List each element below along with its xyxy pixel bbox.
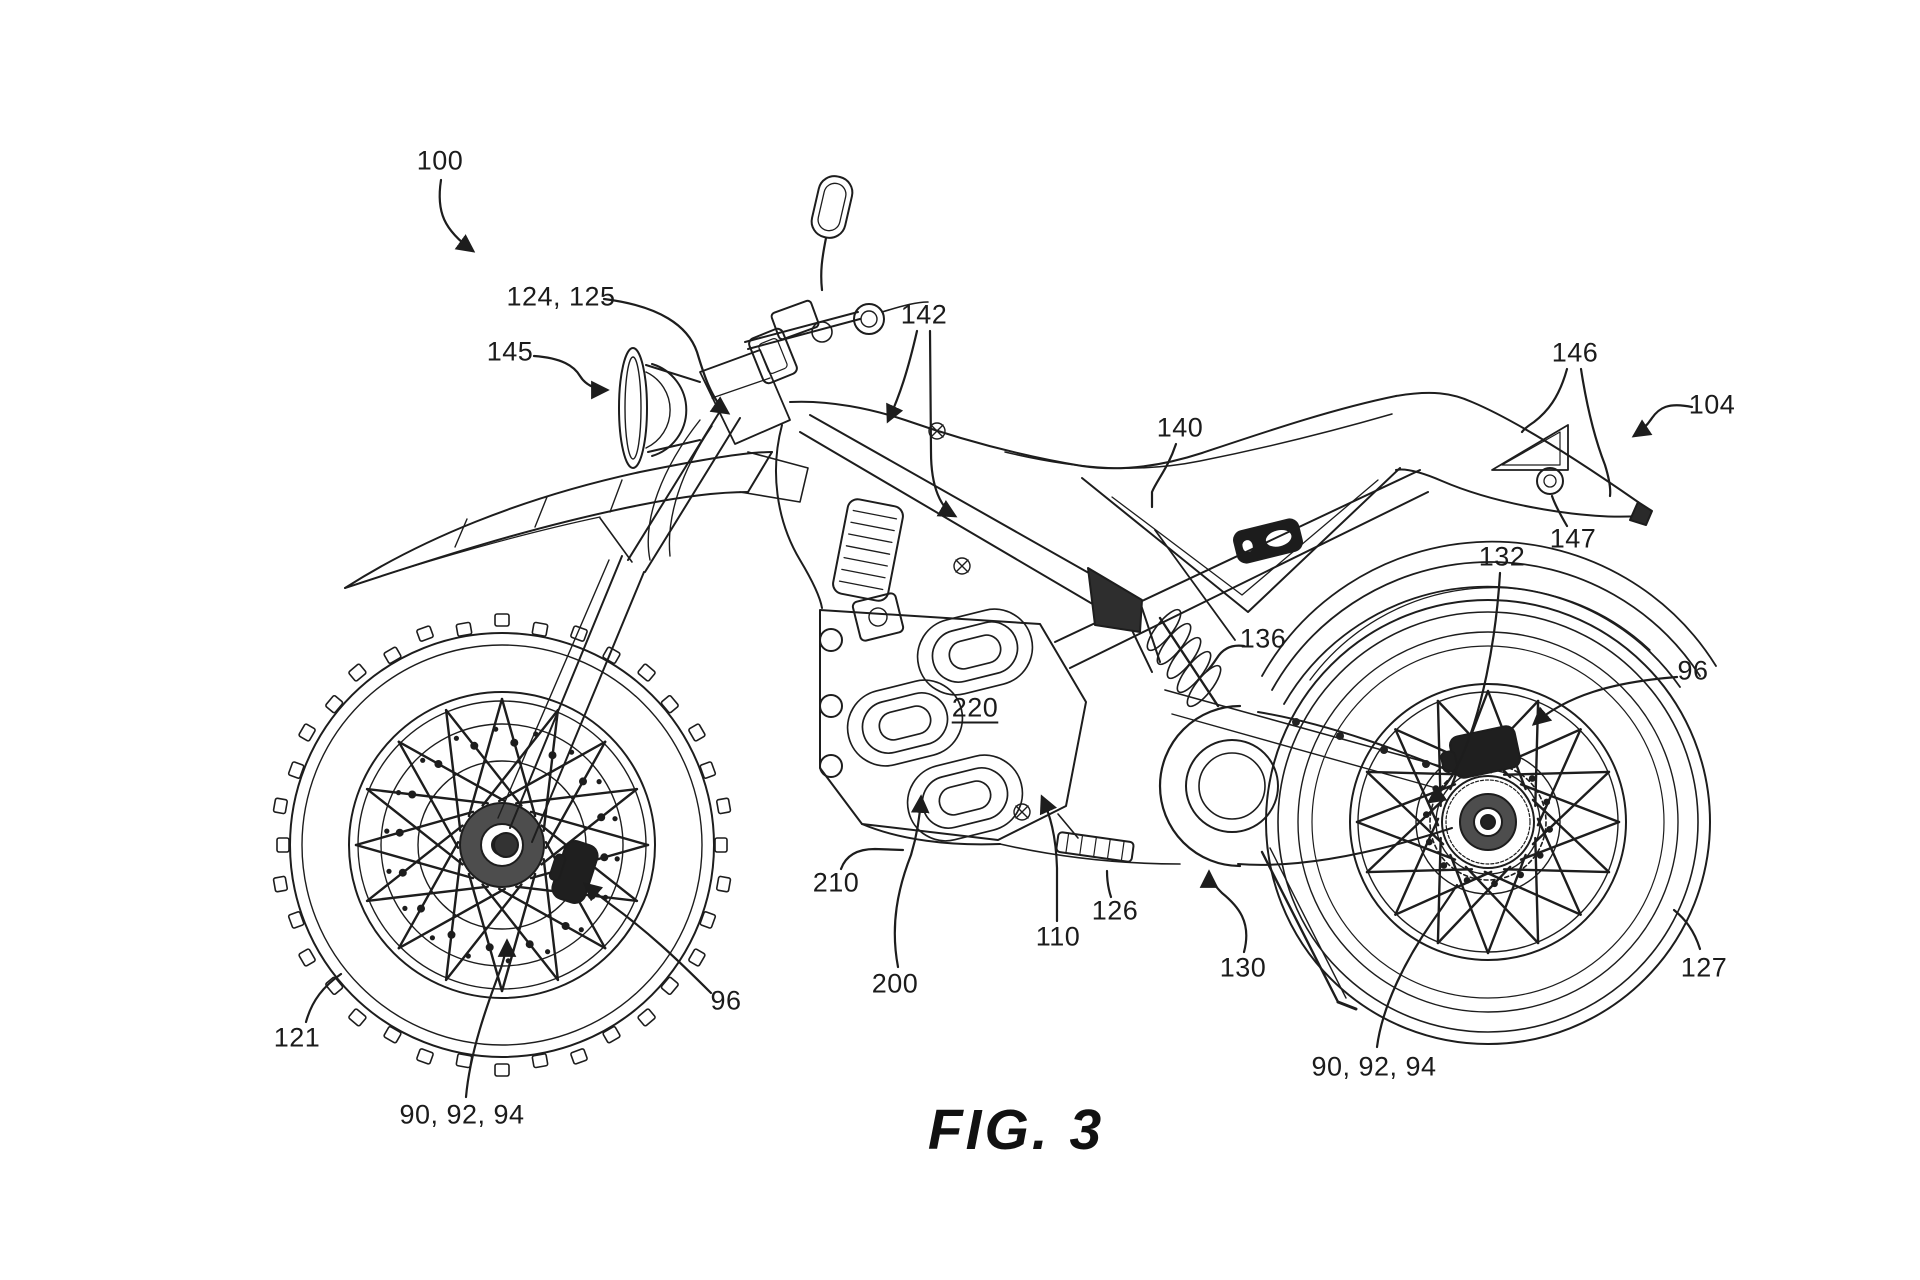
ref-label-142: 142 — [900, 299, 948, 330]
leader-lines — [304, 178, 1702, 1099]
ref-label-210: 210 — [812, 867, 860, 898]
ref-label-126: 126 — [1091, 895, 1139, 926]
ref-label-200: 200 — [871, 968, 919, 999]
ref-label-90-92-94-front: 90, 92, 94 — [399, 1099, 525, 1130]
ref-label-127: 127 — [1680, 952, 1728, 983]
ref-label-130: 130 — [1219, 952, 1267, 983]
ref-label-136: 136 — [1239, 623, 1287, 654]
front-fork — [493, 407, 741, 858]
handlebar-assembly — [647, 299, 929, 561]
body-and-seat — [775, 391, 1653, 821]
ref-label-145: 145 — [486, 336, 534, 367]
rear-fender — [1261, 540, 1717, 705]
mirror — [810, 175, 854, 292]
headlight — [618, 347, 701, 469]
battery-case — [819, 592, 1087, 842]
ref-label-140: 140 — [1156, 412, 1204, 443]
ref-label-96-rear: 96 — [1677, 655, 1709, 686]
ref-label-124-125: 124, 125 — [506, 281, 616, 312]
rear-shock — [1146, 608, 1222, 708]
ref-label-132: 132 — [1478, 541, 1526, 572]
ref-label-147: 147 — [1549, 523, 1597, 554]
fasteners — [928, 422, 1031, 821]
figure-title: FIG. 3 — [927, 1098, 1105, 1162]
ref-label-96-front: 96 — [710, 985, 742, 1016]
ref-label-90-92-94-rear: 90, 92, 94 — [1311, 1051, 1437, 1082]
motor-and-drive — [861, 689, 1463, 1011]
ref-label-110: 110 — [1035, 921, 1081, 952]
ref-label-220: 220 — [951, 692, 999, 723]
ref-label-146: 146 — [1551, 337, 1599, 368]
ref-label-104: 104 — [1688, 389, 1736, 420]
ref-label-121: 121 — [273, 1022, 321, 1053]
ref-label-100: 100 — [416, 145, 464, 176]
rear-brake-caliper — [1440, 725, 1521, 779]
rear-wheel — [1261, 540, 1717, 1045]
front-fender — [344, 451, 809, 589]
